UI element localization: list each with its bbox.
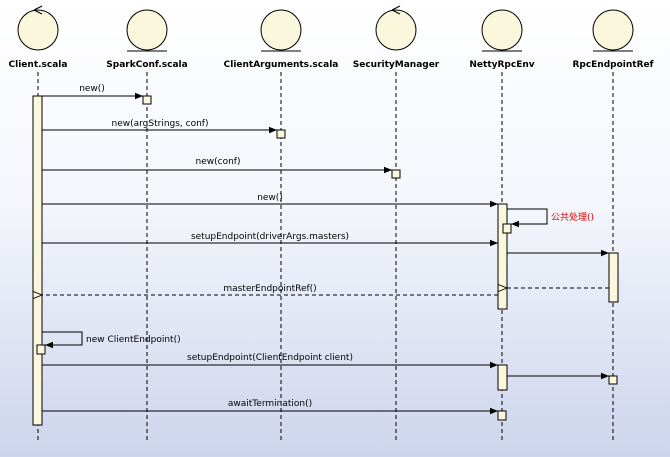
activation-nettyrpc-1[interactable]: [497, 203, 508, 310]
message-9-return[interactable]: masterEndpointRef(): [42, 284, 498, 295]
message-label: new(): [79, 84, 105, 94]
message-label: new ClientEndpoint(): [86, 335, 181, 345]
participant-label-rpcref: RpcEndpointRef: [572, 60, 653, 70]
message-label: setupEndpoint(ClientEndpoint client): [187, 353, 353, 363]
activation-rpcref-1[interactable]: [608, 252, 619, 303]
participant-label-sparkconf: SparkConf.scala: [106, 60, 187, 70]
participant-clientargs[interactable]: ClientArguments.scala: [224, 9, 339, 440]
control-arrow-icon: [33, 5, 43, 15]
message-label: masterEndpointRef(): [223, 284, 316, 294]
message-3[interactable]: new(conf): [42, 157, 392, 174]
message-6[interactable]: setupEndpoint(driverArgs.masters): [42, 232, 498, 247]
message-1[interactable]: new(): [42, 84, 143, 100]
message-13[interactable]: awaitTermination(): [42, 399, 498, 415]
participant-label-secmgr: SecurityManager: [353, 60, 440, 70]
message-10-self[interactable]: new ClientEndpoint(): [42, 331, 181, 349]
participant-label-clientargs: ClientArguments.scala: [224, 60, 339, 70]
participant-label-nettyrpc: NettyRpcEnv: [469, 60, 534, 70]
participant-label-client: Client.scala: [9, 60, 68, 70]
participant-nettyrpc[interactable]: NettyRpcEnv: [469, 9, 535, 440]
activation-clientargs[interactable]: [276, 129, 286, 139]
activation-client-nested[interactable]: [36, 344, 46, 355]
message-11[interactable]: setupEndpoint(ClientEndpoint client): [42, 353, 498, 369]
activation-rpcref-2[interactable]: [608, 375, 618, 385]
message-label: new(): [257, 193, 283, 203]
activation-secmgr[interactable]: [391, 169, 401, 179]
activation-client[interactable]: [32, 95, 43, 426]
message-label: setupEndpoint(driverArgs.masters): [191, 232, 349, 242]
activation-nettyrpc-nested[interactable]: [502, 223, 512, 234]
message-2[interactable]: new(argStrings, conf): [42, 119, 277, 134]
participant-sparkconf[interactable]: SparkConf.scala: [106, 9, 188, 440]
message-label: new(argStrings, conf): [112, 119, 209, 129]
message-label: new(conf): [196, 157, 241, 167]
control-arrow-icon: [391, 5, 401, 15]
activation-nettyrpc-3[interactable]: [497, 410, 507, 421]
activation-nettyrpc-2[interactable]: [497, 364, 508, 391]
message-label-highlight: 公共处理(): [551, 211, 594, 223]
participant-secmgr[interactable]: SecurityManager: [353, 5, 440, 440]
message-4[interactable]: new(): [42, 193, 498, 208]
message-5-self[interactable]: 公共处理(): [507, 208, 594, 228]
message-label: awaitTermination(): [228, 399, 312, 409]
activation-sparkconf[interactable]: [142, 95, 152, 105]
